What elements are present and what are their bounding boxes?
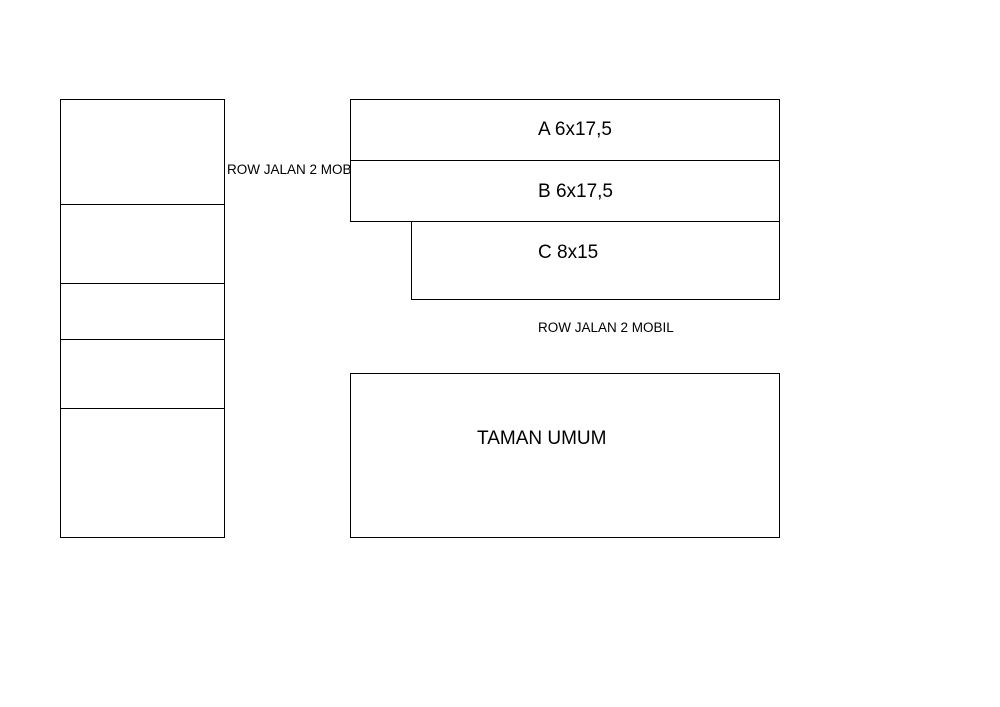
lot-a-label: A 6x17,5 xyxy=(538,119,612,140)
left-plot-3 xyxy=(60,283,225,340)
left-plot-1 xyxy=(60,99,225,205)
lot-a xyxy=(350,99,780,161)
lot-b xyxy=(350,160,780,222)
road-label-left: ROW JALAN 2 MOBIL xyxy=(227,162,363,177)
left-plot-5 xyxy=(60,408,225,538)
public-park xyxy=(350,373,780,538)
road-label-middle: ROW JALAN 2 MOBIL xyxy=(538,320,674,335)
lot-c-label: C 8x15 xyxy=(538,242,599,263)
left-plot-4 xyxy=(60,339,225,409)
left-plot-2 xyxy=(60,204,225,284)
lot-b-label: B 6x17,5 xyxy=(538,181,613,202)
lot-c xyxy=(411,221,780,300)
public-park-label: TAMAN UMUM xyxy=(477,428,607,449)
